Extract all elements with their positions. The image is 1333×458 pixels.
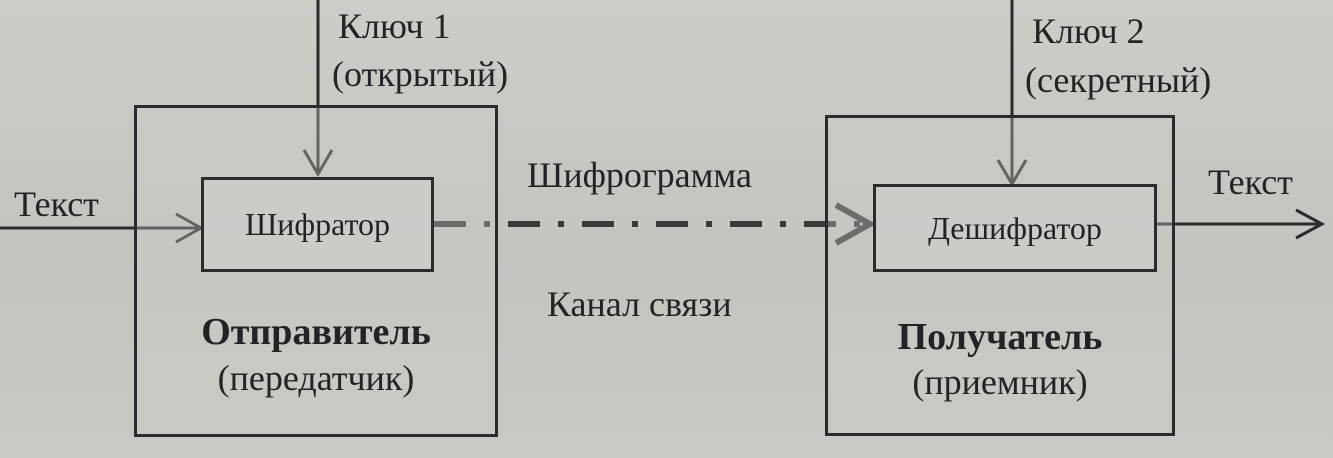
decoder-label: Дешифратор bbox=[928, 209, 1102, 246]
encoder-label: Шифратор bbox=[244, 206, 391, 242]
key1-label: Ключ 1 bbox=[338, 6, 451, 46]
channel-label: Канал связи bbox=[547, 284, 732, 324]
output-text-label: Текст bbox=[1208, 162, 1293, 202]
input-text-label: Текст bbox=[14, 184, 99, 224]
sender-subtitle: (передатчик) bbox=[217, 358, 415, 398]
receiver-block bbox=[825, 115, 1175, 436]
sender-title: Отправитель bbox=[201, 311, 431, 353]
key1-sublabel: (открытый) bbox=[332, 54, 509, 94]
output-arrowhead bbox=[1295, 208, 1326, 240]
channel-arrowhead bbox=[834, 202, 877, 246]
decoder-box: Дешифратор bbox=[873, 184, 1157, 272]
encoder-box: Шифратор bbox=[201, 177, 434, 272]
sender-block bbox=[134, 105, 498, 437]
key1-arrowhead bbox=[302, 149, 334, 177]
receiver-title: Получатель bbox=[897, 316, 1103, 358]
key2-label: Ключ 2 bbox=[1032, 11, 1145, 51]
key2-sublabel: (секретный) bbox=[1025, 60, 1212, 100]
ciphertext-label: Шифрограмма bbox=[527, 155, 752, 195]
receiver-subtitle: (приемник) bbox=[912, 362, 1088, 402]
